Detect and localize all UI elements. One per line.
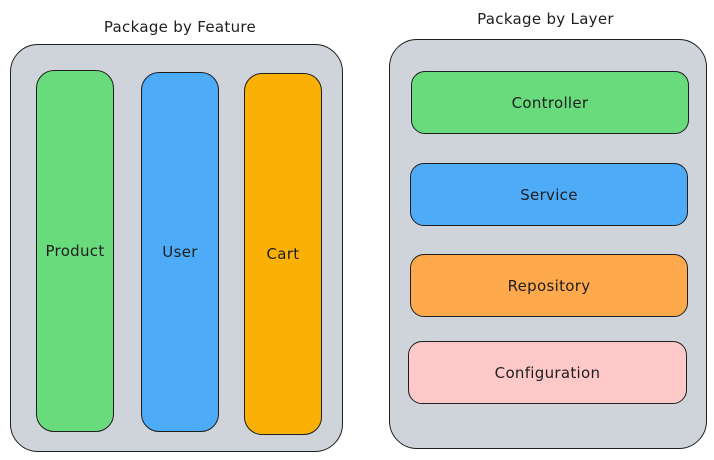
layer-row-configuration: Configuration [408,341,687,404]
layer-row-label: Controller [511,93,589,112]
feature-column-user: User [141,72,219,432]
feature-column-cart: Cart [244,73,322,435]
layer-row-service: Service [410,163,688,226]
feature-column-product: Product [36,70,114,432]
layer-row-label: Service [520,185,578,204]
feature-column-label: Product [45,242,105,260]
layer-row-controller: Controller [411,71,689,134]
layer-title: Package by Layer [477,10,614,28]
layer-row-label: Repository [507,276,591,295]
feature-column-label: User [162,243,198,261]
feature-title: Package by Feature [103,18,257,36]
layer-row-repository: Repository [410,254,688,317]
layer-row-label: Configuration [494,363,601,382]
feature-column-label: Cart [266,245,300,263]
